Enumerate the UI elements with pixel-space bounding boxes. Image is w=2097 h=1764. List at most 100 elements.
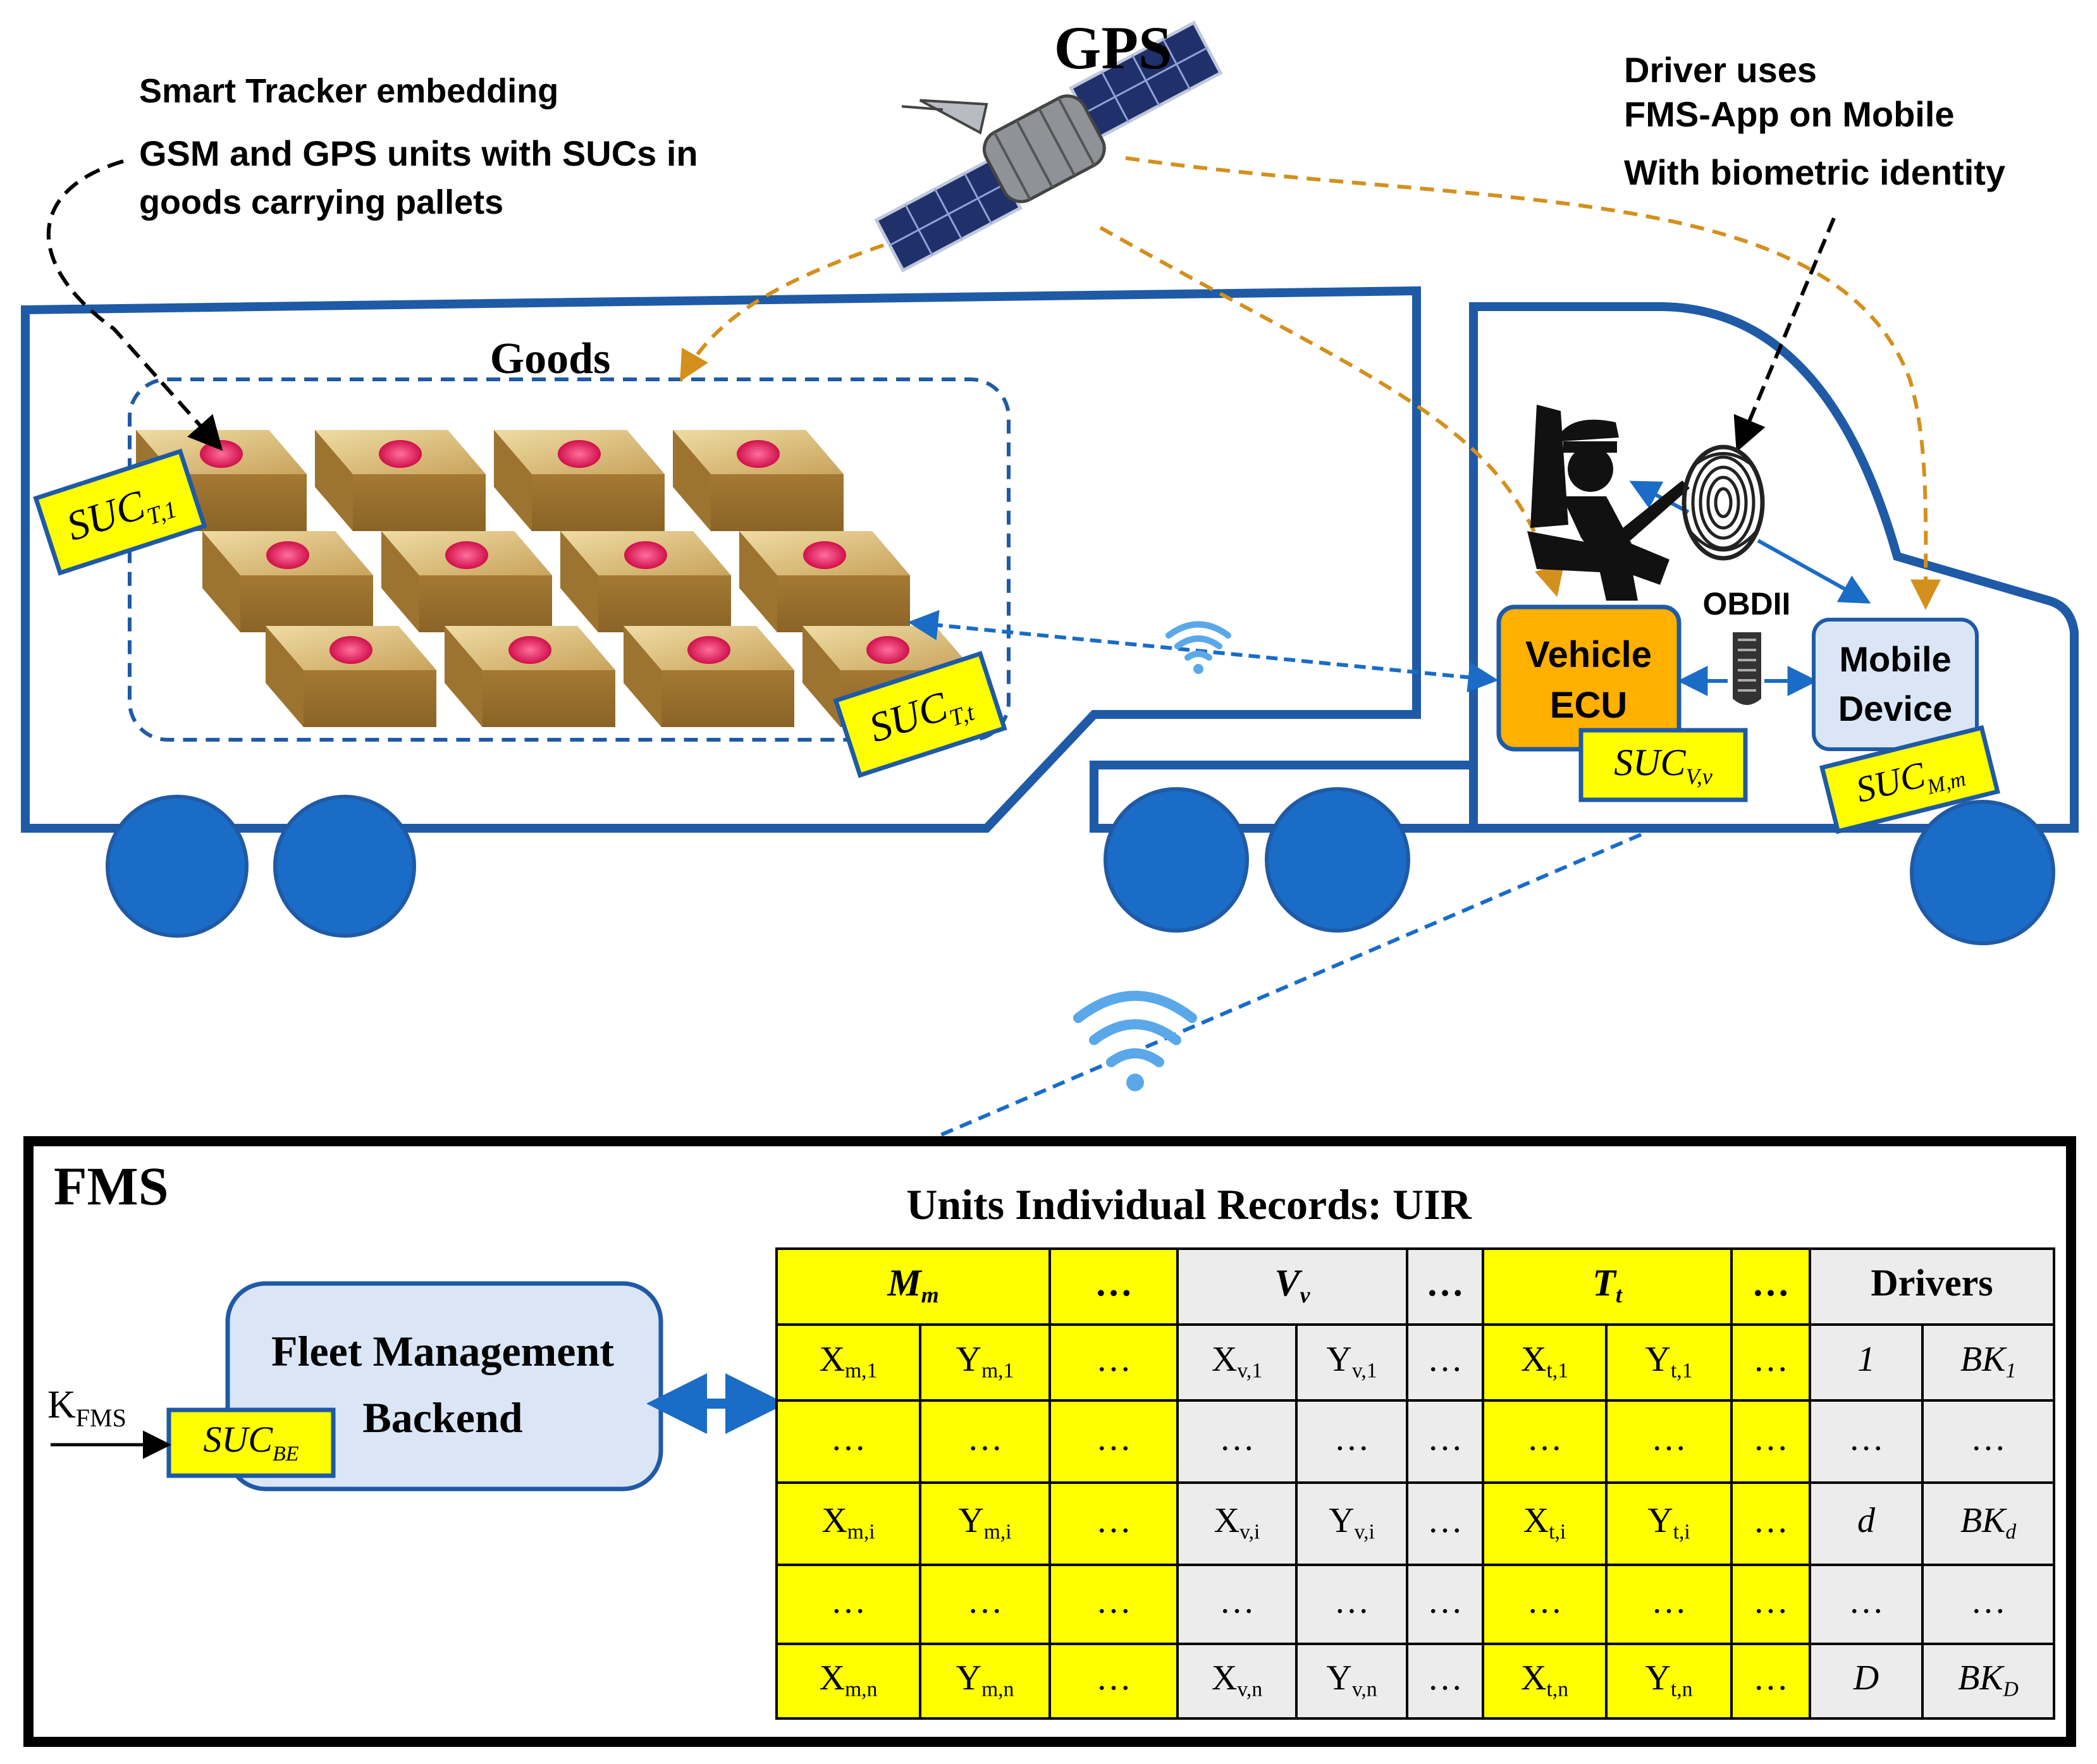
- table-cell-text: Xm,i: [821, 1501, 875, 1544]
- pallet-box: [381, 531, 552, 632]
- table-cell-text: …: [1971, 1581, 2006, 1620]
- table-cell-text: …: [1427, 1581, 1463, 1620]
- table-header-cell: [1730, 1247, 1811, 1326]
- table-cell-text: Yv,n: [1326, 1658, 1377, 1701]
- tracker-dot: [329, 636, 372, 664]
- table-cell-text: …: [1219, 1581, 1255, 1620]
- gps-to-goods-arrow: [680, 223, 949, 382]
- kfms-label: KFMS: [47, 1383, 126, 1432]
- table-header-cell: [775, 1247, 1051, 1326]
- driver-text-2: FMS-App on Mobile: [1624, 94, 1955, 134]
- vehicle-ecu-box: [1496, 604, 1682, 752]
- pallet-box: [266, 626, 436, 727]
- svg-text:SUCT,t: SUCT,t: [864, 675, 978, 756]
- fingerprint-icon: [1682, 444, 1765, 561]
- table-header-cell: [1482, 1247, 1733, 1326]
- tracker-dot: [624, 541, 667, 569]
- obd-connector-icon: [1733, 632, 1761, 705]
- table-cell: [919, 1481, 1051, 1566]
- table-cell: [1482, 1643, 1608, 1720]
- driver-text-3: With biometric identity: [1624, 152, 2005, 192]
- pallet-box: [624, 626, 794, 727]
- gps-label: GPS: [1054, 14, 1172, 82]
- tracker-dot: [266, 541, 309, 569]
- suc-be-sub: BE: [273, 1442, 299, 1466]
- table-header-label: …: [1752, 1262, 1790, 1304]
- table-cell-text: …: [1427, 1658, 1463, 1698]
- table-cell-text: d: [1857, 1501, 1876, 1540]
- svg-text:SUCBE: SUCBE: [203, 1419, 298, 1466]
- backend-label-1: Fleet Management: [271, 1327, 614, 1375]
- table-cell-text: D: [1853, 1658, 1879, 1698]
- table-cell: [1295, 1643, 1408, 1720]
- table-cell: [919, 1643, 1051, 1720]
- table-cell-text: …: [1753, 1340, 1788, 1379]
- table-cell-text: Xv,i: [1214, 1501, 1260, 1544]
- tracker-dot: [445, 541, 488, 569]
- table-cell: [775, 1643, 921, 1720]
- pallet-box: [315, 430, 486, 531]
- table-cell-text: …: [1527, 1419, 1563, 1458]
- svg-text:SUCV,v: SUCV,v: [1614, 742, 1713, 789]
- table-cell-text: …: [1427, 1419, 1463, 1458]
- table-header-label: Vv: [1274, 1262, 1310, 1308]
- suc-tag-t1: SUCT,1: [33, 448, 207, 576]
- table-cell-text: …: [1651, 1581, 1687, 1620]
- table-header-label: …: [1095, 1262, 1133, 1304]
- table-cell: [1176, 1564, 1298, 1645]
- table-cell-text: Xv,n: [1212, 1658, 1262, 1701]
- suc-vv-sub: V,v: [1686, 764, 1713, 789]
- table-header-label: Tt: [1592, 1262, 1623, 1308]
- pallet-box: [739, 531, 910, 632]
- truck-wheels: [106, 787, 2055, 945]
- table-cell-text: …: [968, 1419, 1003, 1458]
- table-cell-text: …: [1096, 1419, 1131, 1458]
- table-cell-text: …: [968, 1581, 1003, 1620]
- ecu-label-2: ECU: [1550, 685, 1627, 726]
- table-cell: [1048, 1643, 1179, 1720]
- table-cell-text: BKD: [1958, 1658, 2019, 1701]
- backend-label-2: Backend: [362, 1393, 522, 1442]
- table-cell: [1605, 1643, 1733, 1720]
- table-cell: [1406, 1399, 1484, 1484]
- table-cell-text: Xv,1: [1212, 1340, 1262, 1383]
- goods-label: Goods: [490, 334, 611, 383]
- table-header-cell: [1809, 1247, 2055, 1326]
- table-cell: [1730, 1323, 1811, 1402]
- tracker-text-2: GSM and GPS units with SUCs in: [139, 133, 698, 173]
- table-cell: [1730, 1643, 1811, 1720]
- suc-tag-tt: SUCT,t: [833, 651, 1007, 778]
- table-cell-text: …: [1753, 1581, 1788, 1620]
- table-cell-text: Yt,n: [1645, 1658, 1693, 1701]
- fingerprint-to-mobile-arrow: [1757, 539, 1871, 604]
- suc-tag-vv: SUCV,v: [1578, 728, 1748, 802]
- table-cell-text: …: [1848, 1419, 1884, 1458]
- driver-text-1: Driver uses: [1624, 50, 1817, 90]
- table-cell-text: …: [1848, 1581, 1884, 1620]
- table-cell: [919, 1399, 1051, 1484]
- table-cell: [1921, 1643, 2055, 1720]
- table-cell-text: …: [1427, 1340, 1463, 1379]
- table-cell-text: …: [831, 1419, 866, 1458]
- table-header-cell: [1176, 1247, 1408, 1326]
- table-cell: [1730, 1481, 1811, 1566]
- suc-tag-mm: SUCM,m: [1819, 725, 2000, 835]
- table-cell-text: Yt,i: [1647, 1501, 1690, 1544]
- table-cell: [1482, 1323, 1608, 1402]
- suc-tag-be: SUCBE: [166, 1407, 336, 1478]
- fms-label: FMS: [54, 1156, 169, 1216]
- driver-icon: [1527, 405, 1690, 601]
- table-cell: [1730, 1399, 1811, 1484]
- table-cell-text: 1: [1857, 1340, 1875, 1379]
- table-cell: [1809, 1564, 1924, 1645]
- tracker-text-1: Smart Tracker embedding: [139, 72, 558, 110]
- table-cell-text: BK1: [1960, 1340, 2016, 1383]
- table-cell-text: …: [1334, 1581, 1370, 1620]
- table-cell-text: BKd: [1960, 1501, 2017, 1544]
- table-cell-text: Xm,1: [820, 1340, 878, 1383]
- table-cell-text: Ym,i: [958, 1501, 1011, 1544]
- pallet-box: [560, 531, 731, 632]
- table-cell: [919, 1564, 1051, 1645]
